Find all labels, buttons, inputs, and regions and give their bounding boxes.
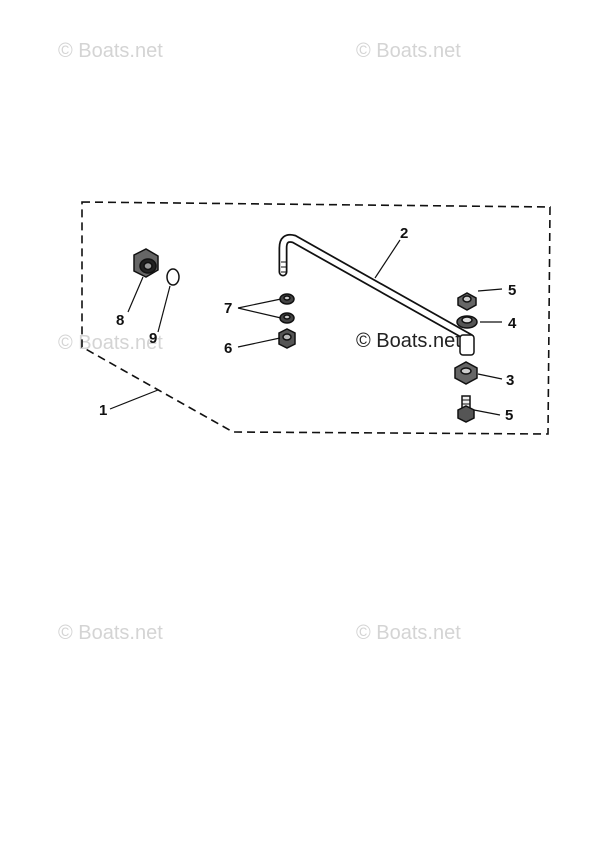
label-part-7: 7 [224,300,232,317]
nut-part-8 [133,248,159,278]
bushing-part-3 [454,361,478,385]
label-part-5-bottom: 5 [505,407,513,424]
watermark-top-left: © Boats.net [58,40,163,62]
rod-end-joint [459,334,475,356]
label-part-4: 4 [508,315,517,332]
label-part-5-top: 5 [508,282,516,299]
bolt-part-5 [457,395,475,423]
washer-part-4 [456,315,478,329]
nut-part-5-top [457,292,477,311]
watermark-mid-left: © Boats.net [58,332,163,354]
washer-part-7a [279,293,295,305]
label-part-8: 8 [116,312,124,329]
washer-part-7b [279,312,295,324]
label-part-1: 1 [99,402,107,419]
watermark-top-right: © Boats.net [356,40,461,62]
label-part-2: 2 [400,225,408,242]
label-part-9: 9 [149,330,157,347]
nut-part-6 [278,328,296,349]
label-part-6: 6 [224,340,232,357]
label-part-3: 3 [506,372,514,389]
steering-rod [278,233,475,343]
leader-lines [109,239,503,416]
assembly-outline [81,201,551,435]
watermark-bottom-right: © Boats.net [356,622,461,644]
watermark-mid-right: © Boats.net [356,330,461,352]
o-ring-part-9 [166,268,180,286]
watermark-bottom-left: © Boats.net [58,622,163,644]
